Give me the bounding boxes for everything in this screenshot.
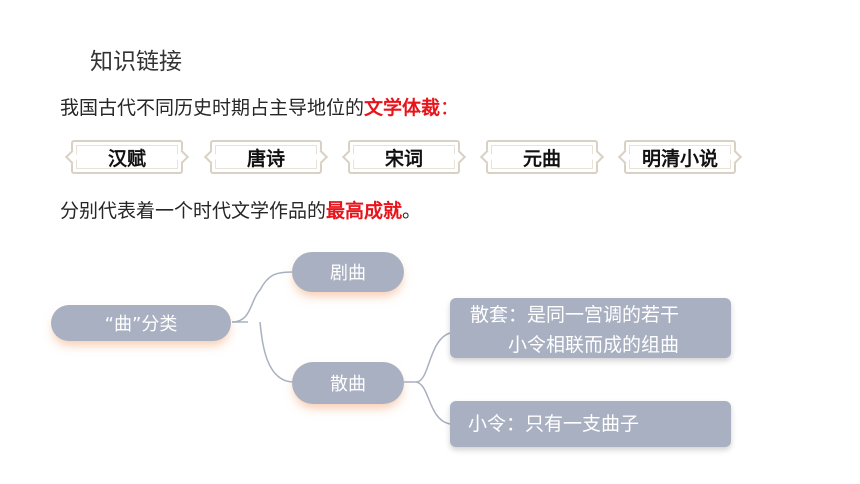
mindmap-leaf-xiaoling: 小令：只有一支曲子 <box>450 401 731 447</box>
connector-sanqu <box>404 332 451 425</box>
summary-sentence: 分别代表着一个时代文学作品的最高成就。 <box>60 196 421 223</box>
intro-sentence: 我国古代不同历史时期占主导地位的文学体裁： <box>60 93 459 120</box>
mindmap-root-node: “曲”分类 <box>51 305 231 341</box>
summary-period: 。 <box>402 200 422 222</box>
genre-card-tangshi: 唐诗 <box>210 140 322 174</box>
summary-highlight: 最高成就 <box>326 200 403 222</box>
intro-highlight: 文学体裁 <box>364 97 441 119</box>
mindmap-node-juqu: 剧曲 <box>292 252 404 292</box>
intro-colon: ： <box>440 97 460 119</box>
leaf-santao-line2: 小令相联而成的组曲 <box>507 334 679 356</box>
genre-card-mingqing-xiaoshuo: 明清小说 <box>624 140 736 174</box>
genre-card-songci: 宋词 <box>348 140 460 174</box>
mindmap-leaf-santao: 散套：是同一宫调的若干 小令相联而成的组曲 <box>450 298 731 358</box>
genre-card-yuanqu: 元曲 <box>486 140 598 174</box>
mindmap-node-sanqu: 散曲 <box>292 362 404 404</box>
connector-root <box>231 271 293 383</box>
page-title: 知识链接 <box>90 49 182 75</box>
summary-text: 分别代表着一个时代文学作品的 <box>60 200 327 222</box>
intro-text: 我国古代不同历史时期占主导地位的 <box>60 97 365 119</box>
genre-card-hanfu: 汉赋 <box>71 140 183 174</box>
leaf-santao-line1: 散套：是同一宫调的若干 <box>470 304 680 326</box>
